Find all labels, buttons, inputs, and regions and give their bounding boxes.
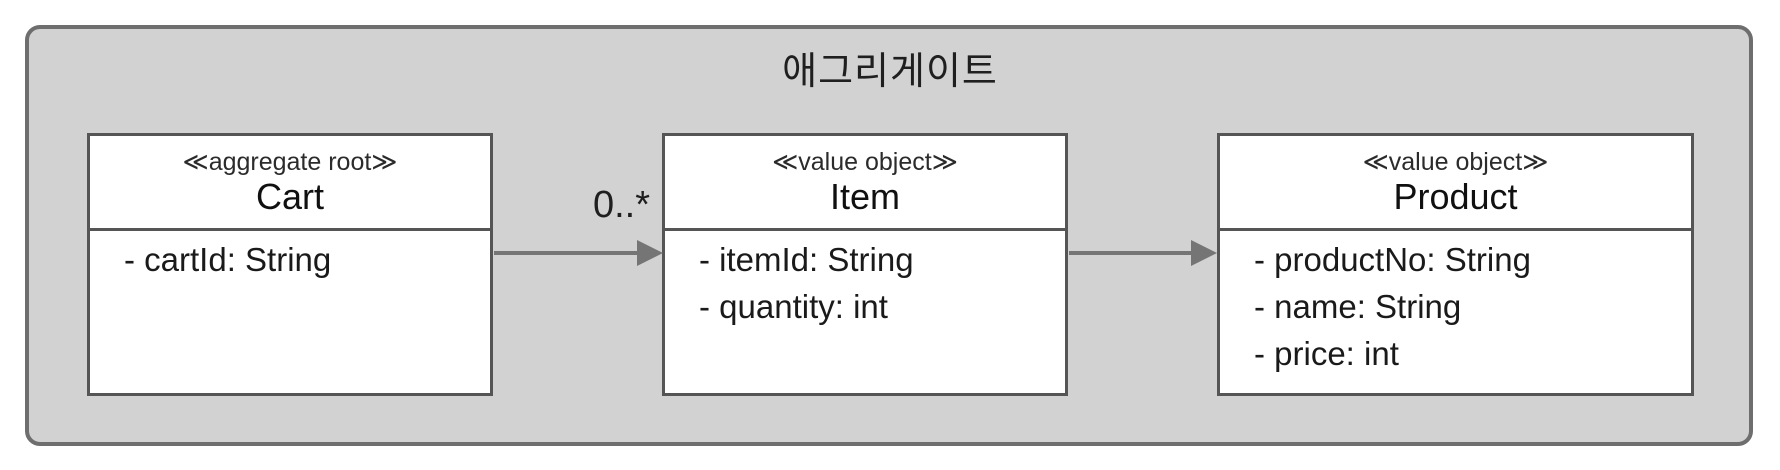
class-box-cart: ≪aggregate root≫ Cart - cartId: String: [87, 133, 493, 396]
class-header-item: ≪value object≫ Item: [665, 136, 1065, 231]
class-header-product: ≪value object≫ Product: [1220, 136, 1691, 231]
attribute-name: - name: String: [1254, 288, 1462, 325]
attribute-quantity: - quantity: int: [699, 288, 888, 325]
class-name-item: Item: [829, 175, 900, 217]
stereotype-label: ≪value object≫: [1362, 147, 1549, 176]
multiplicity-label-cart-item: 0..*: [592, 184, 650, 226]
attribute-itemId: - itemId: String: [699, 241, 914, 278]
aggregate-title: 애그리게이트: [782, 51, 998, 93]
attribute-productNo: - productNo: String: [1254, 241, 1531, 278]
stereotype-label: ≪value object≫: [772, 147, 958, 176]
attributes-section-product: - productNo: String - name: String - pri…: [1220, 231, 1691, 377]
stereotype-label: ≪aggregate root≫: [182, 147, 398, 176]
class-name-cart: Cart: [255, 175, 324, 217]
class-name-product: Product: [1393, 175, 1518, 217]
attributes-section-item: - itemId: String - quantity: int: [665, 231, 1065, 330]
class-box-item: ≪value object≫ Item - itemId: String - q…: [662, 133, 1068, 396]
class-header-cart: ≪aggregate root≫ Cart: [90, 136, 490, 231]
class-box-product: ≪value object≫ Product - productNo: Stri…: [1217, 133, 1694, 396]
attribute-price: - price: int: [1254, 335, 1399, 372]
attribute-cartId: - cartId: String: [124, 241, 332, 278]
attributes-section-cart: - cartId: String: [90, 231, 490, 283]
